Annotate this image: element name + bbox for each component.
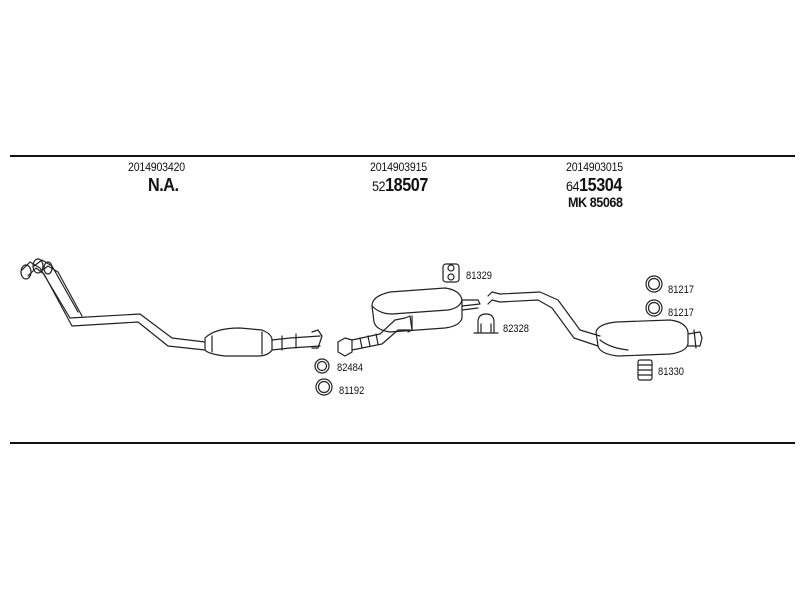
ring-81217-a-drawing [645, 275, 663, 293]
clamp-82328-drawing [473, 313, 499, 334]
oem-number-front-pipe: 2014903420 [128, 160, 185, 174]
bottom-divider [10, 442, 795, 444]
top-divider [10, 155, 795, 157]
middle-silencer-drawing [337, 287, 481, 357]
part-label-81217-b: 81217 [668, 307, 695, 319]
ring-81192-drawing [315, 378, 333, 396]
kit-number-rear-silencer: MK 85068 [568, 194, 623, 210]
part-label-81329: 81329 [466, 270, 493, 282]
part-label-81217-a: 81217 [668, 284, 695, 296]
oem-number-rear-silencer: 2014903015 [566, 160, 623, 174]
oem-number-middle-silencer: 2014903915 [370, 160, 427, 174]
ring-81217-b-drawing [645, 299, 663, 317]
part-label-81192: 81192 [339, 385, 365, 397]
part-label-82484: 82484 [337, 362, 364, 374]
hanger-81329-drawing [442, 263, 460, 283]
rear-silencer-drawing [487, 291, 703, 357]
front-pipe-drawing [20, 258, 323, 357]
mount-81330-drawing [637, 359, 653, 381]
part-label-82328: 82328 [503, 323, 530, 335]
part-label-81330: 81330 [658, 366, 685, 378]
ref-number-front-pipe: N.A. [148, 175, 179, 195]
ref-number-middle-silencer: 5218507 [372, 175, 428, 195]
ref-number-rear-silencer: 6415304 [566, 175, 622, 195]
ring-82484-drawing [314, 358, 330, 374]
